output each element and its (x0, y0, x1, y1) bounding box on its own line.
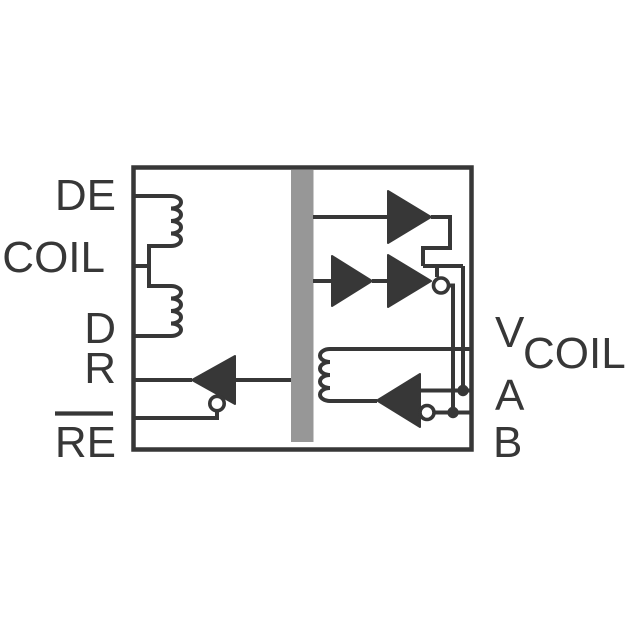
receiver-inversion-bubble-icon (418, 403, 436, 422)
pin-label-r: R (84, 344, 116, 393)
output-driver-buffer-icon (387, 254, 432, 308)
pin-label-b: B (493, 418, 522, 467)
wire-re (133, 411, 219, 420)
re-inversion-bubble-icon (208, 394, 227, 413)
driver-inversion-bubble-icon (431, 276, 451, 295)
predriver-buffer-icon (331, 255, 373, 307)
ic-package-outline (131, 165, 474, 452)
primary-winding-inductor-icon (133, 194, 183, 338)
junction-dot-a (457, 384, 469, 397)
bus-receiver-buffer-icon (376, 373, 421, 428)
wire-driver1-output (421, 215, 465, 390)
pin-label-re: RE (55, 418, 116, 467)
pin-label-a: A (495, 371, 525, 420)
pin-label-coil: COIL (2, 233, 105, 282)
isolation-barrier (291, 170, 314, 442)
junction-dot-b (447, 406, 459, 419)
driver-buffer-icon (387, 190, 432, 244)
wire-driver2-output (448, 283, 455, 412)
pin-label-d: D (84, 304, 116, 353)
pin-label-vcoil-main: V (495, 308, 525, 357)
secondary-winding-inductor-icon (318, 347, 377, 403)
pin-label-de: DE (55, 171, 116, 220)
pin-label-vcoil-subscript: COIL (523, 329, 626, 378)
